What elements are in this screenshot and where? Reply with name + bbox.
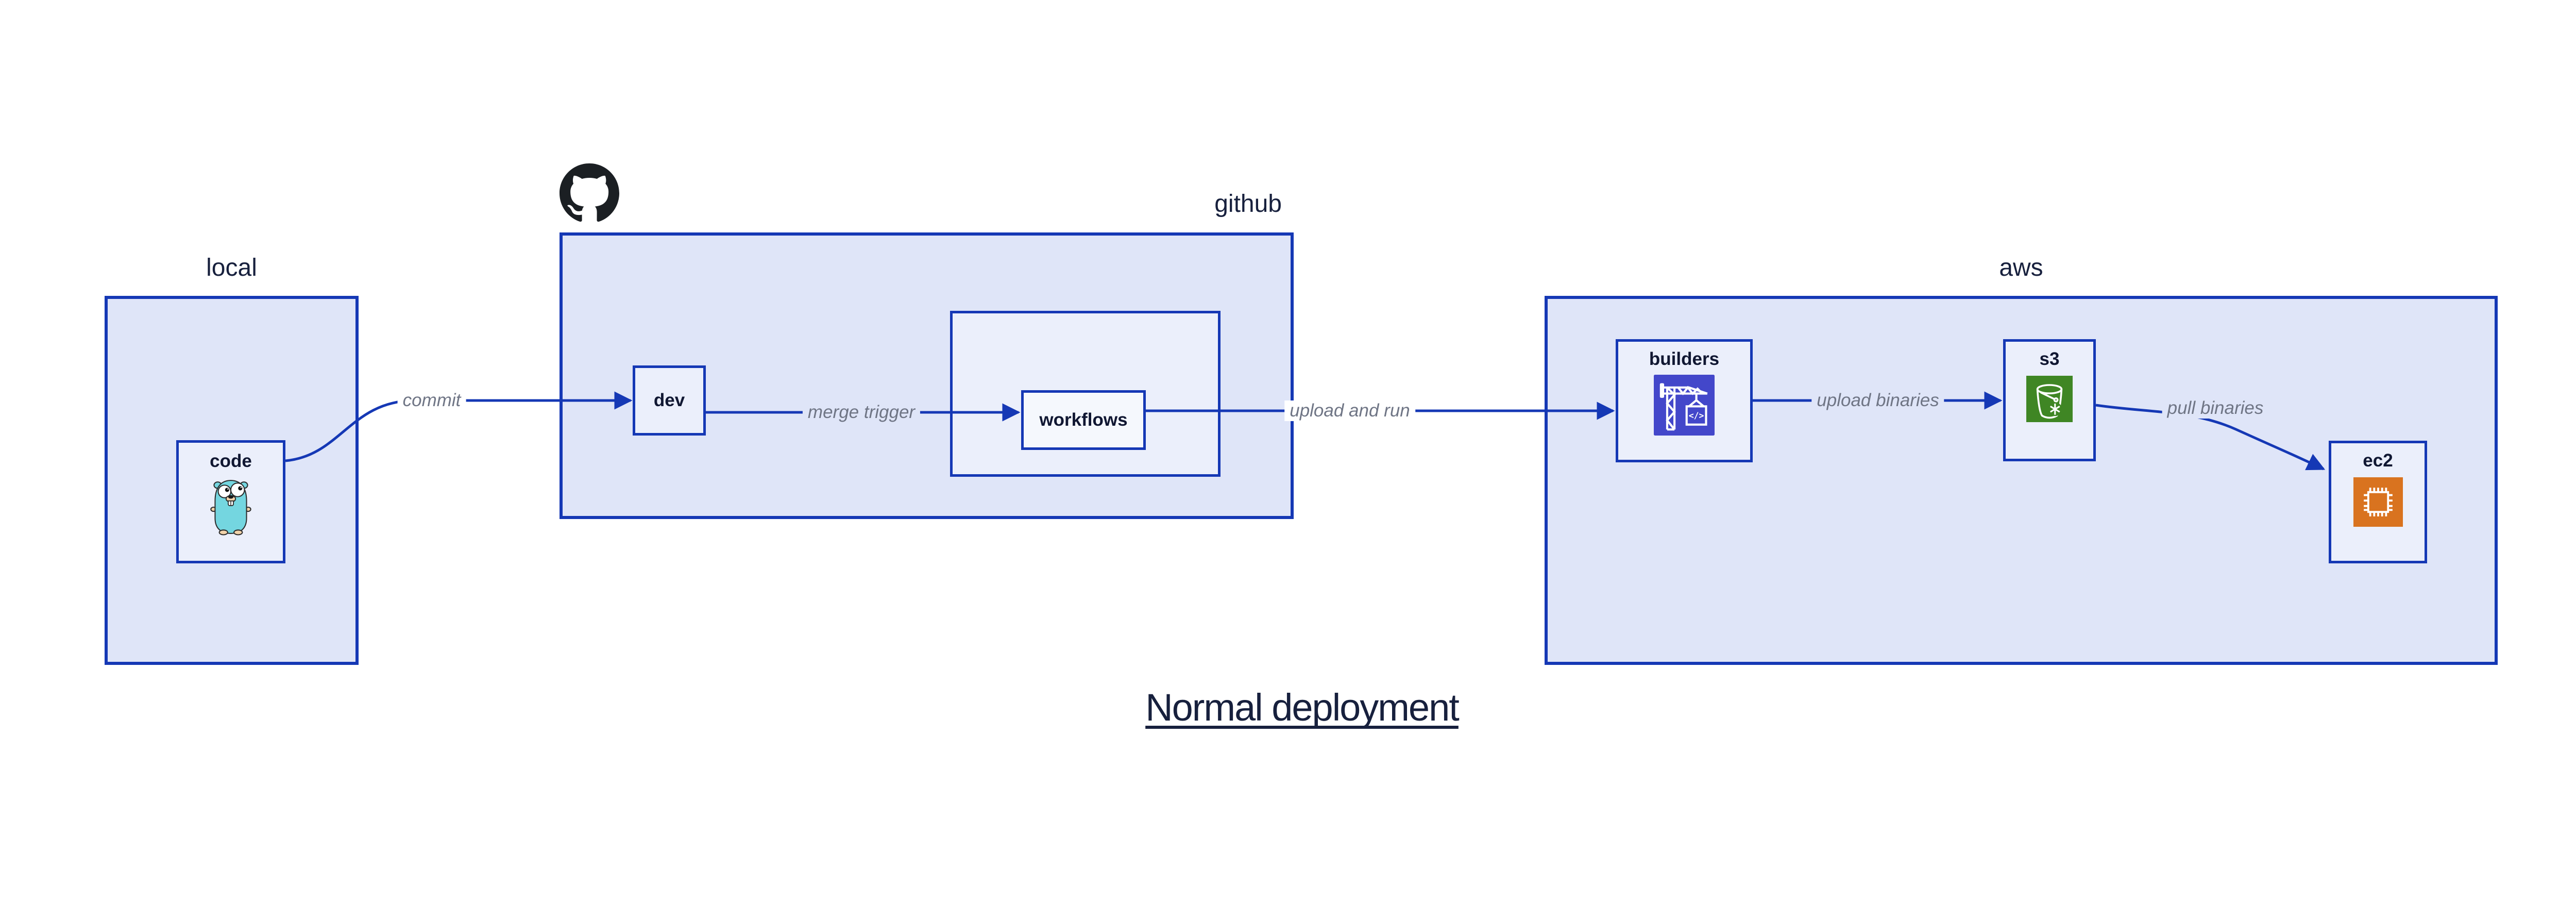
node-workflows: workflows bbox=[1021, 390, 1146, 450]
node-dev: dev bbox=[633, 365, 706, 436]
s3-bucket-icon bbox=[2026, 376, 2073, 422]
node-code-label: code bbox=[210, 451, 252, 471]
title-wrap: Normal deployment bbox=[0, 686, 2576, 729]
group-label-aws: aws bbox=[1999, 254, 2043, 281]
group-label-local: local bbox=[206, 254, 257, 281]
node-ec2-label: ec2 bbox=[2363, 450, 2393, 471]
node-builders: builders </> bbox=[1616, 339, 1753, 462]
builders-icon-glyph: </> bbox=[1689, 411, 1704, 421]
node-s3: s3 bbox=[2003, 339, 2096, 461]
github-octocat-icon bbox=[560, 163, 619, 223]
node-ec2: ec2 bbox=[2329, 441, 2427, 563]
go-gopher-icon bbox=[210, 478, 252, 536]
group-label-github: github bbox=[1214, 190, 1282, 218]
diagram-title: Normal deployment bbox=[1145, 686, 1460, 729]
edge-label-merge-trigger: merge trigger bbox=[802, 402, 921, 423]
edge-label-commit: commit bbox=[397, 390, 466, 411]
node-code: code bbox=[176, 440, 285, 563]
edge-label-upload-binaries: upload binaries bbox=[1811, 390, 1944, 411]
node-dev-label: dev bbox=[653, 390, 685, 410]
node-workflows-label: workflows bbox=[1039, 410, 1128, 430]
ec2-chip-icon bbox=[2353, 477, 2403, 527]
edge-label-upload-and-run: upload and run bbox=[1284, 400, 1415, 421]
node-s3-label: s3 bbox=[2039, 349, 2060, 369]
node-builders-label: builders bbox=[1649, 349, 1720, 369]
codebuild-crane-icon: </> bbox=[1654, 375, 1715, 436]
edge-label-pull-binaries: pull binaries bbox=[2162, 398, 2269, 419]
